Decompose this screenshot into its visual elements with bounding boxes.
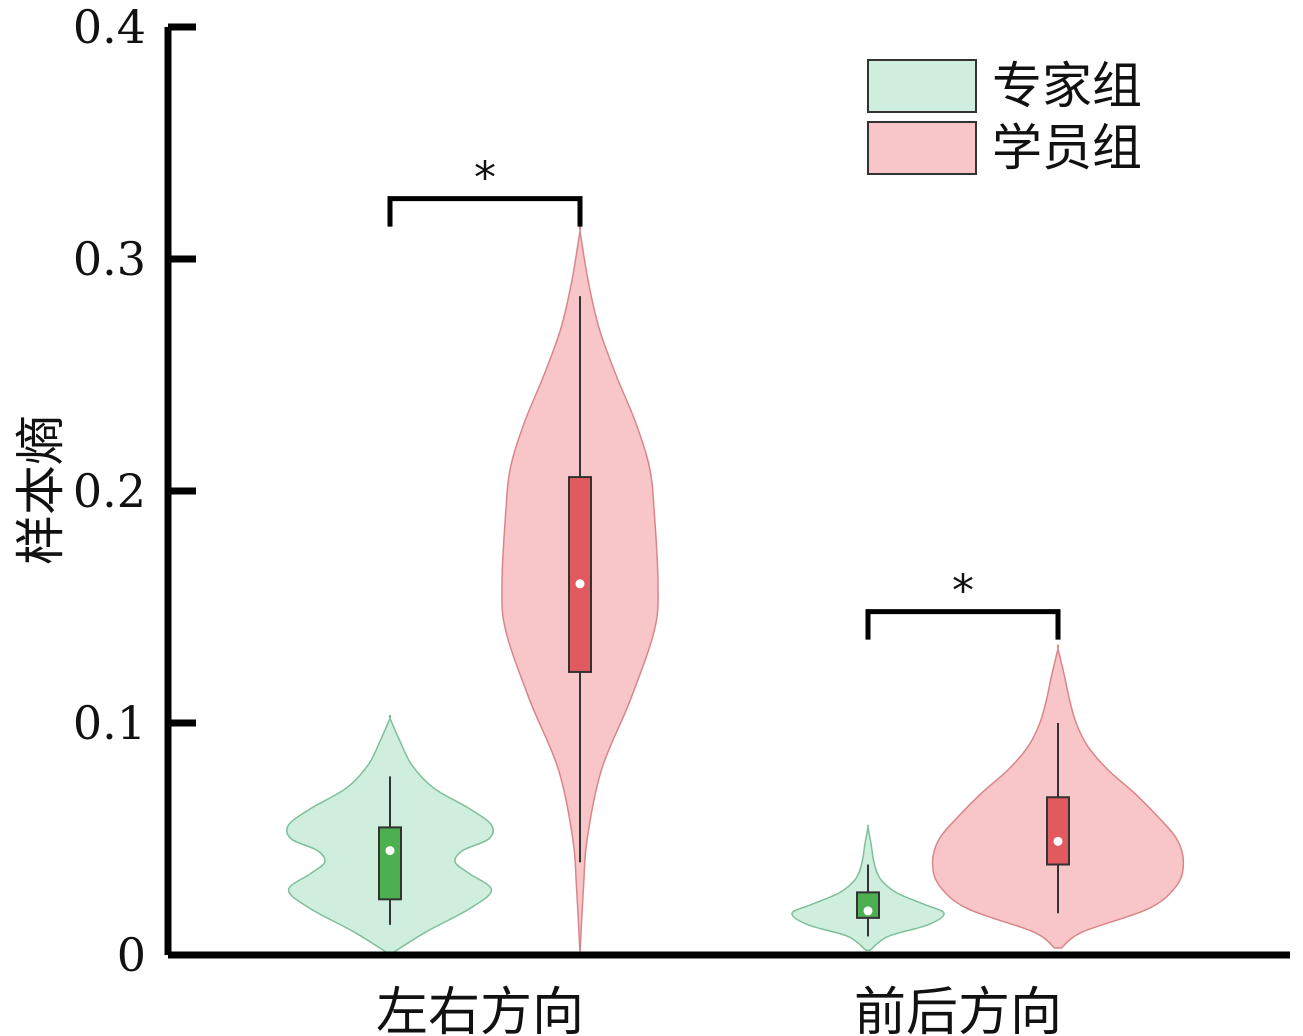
violin-expert-1 (791, 824, 945, 952)
legend-swatch-expert (867, 59, 977, 113)
axis-layer: 0 0.1 0.2 0.3 0.4 (73, 0, 1290, 982)
legend-swatch-student (867, 121, 977, 175)
x-category-label: 前后方向 (854, 983, 1062, 1036)
violin-layer (286, 224, 1185, 954)
y-tick-label: 0.4 (73, 0, 146, 54)
y-ticks: 0 0.1 0.2 0.3 0.4 (73, 0, 196, 982)
legend-label-student: 学员组 (992, 119, 1142, 177)
iqr-box (1046, 796, 1070, 866)
iqr-box (856, 891, 880, 919)
violin-student-0 (501, 224, 659, 953)
iqr-box (568, 476, 592, 673)
y-tick-label: 0.1 (73, 696, 146, 750)
y-axis-label: 样本熵 (12, 415, 70, 565)
median-dot (863, 906, 873, 916)
median-dot (385, 846, 395, 856)
significance-label: * (952, 566, 974, 617)
median-dot (575, 579, 585, 589)
significance-label: * (474, 153, 496, 204)
y-tick-label: 0.2 (73, 464, 146, 518)
x-category-labels: 左右方向 前后方向 (376, 983, 1062, 1036)
y-tick-label: 0 (117, 928, 146, 982)
significance-bracket (387, 196, 583, 227)
significance-bracket (865, 609, 1061, 640)
median-dot (1053, 836, 1063, 846)
iqr-box (378, 826, 402, 901)
legend-label-expert: 专家组 (992, 57, 1142, 115)
x-category-label: 左右方向 (376, 983, 584, 1036)
legend: 专家组 学员组 (867, 57, 1142, 177)
violin-expert-0 (286, 714, 494, 954)
violin-student-1 (931, 644, 1185, 949)
significance-markers: ** (387, 153, 1061, 640)
y-tick-label: 0.3 (73, 232, 146, 286)
